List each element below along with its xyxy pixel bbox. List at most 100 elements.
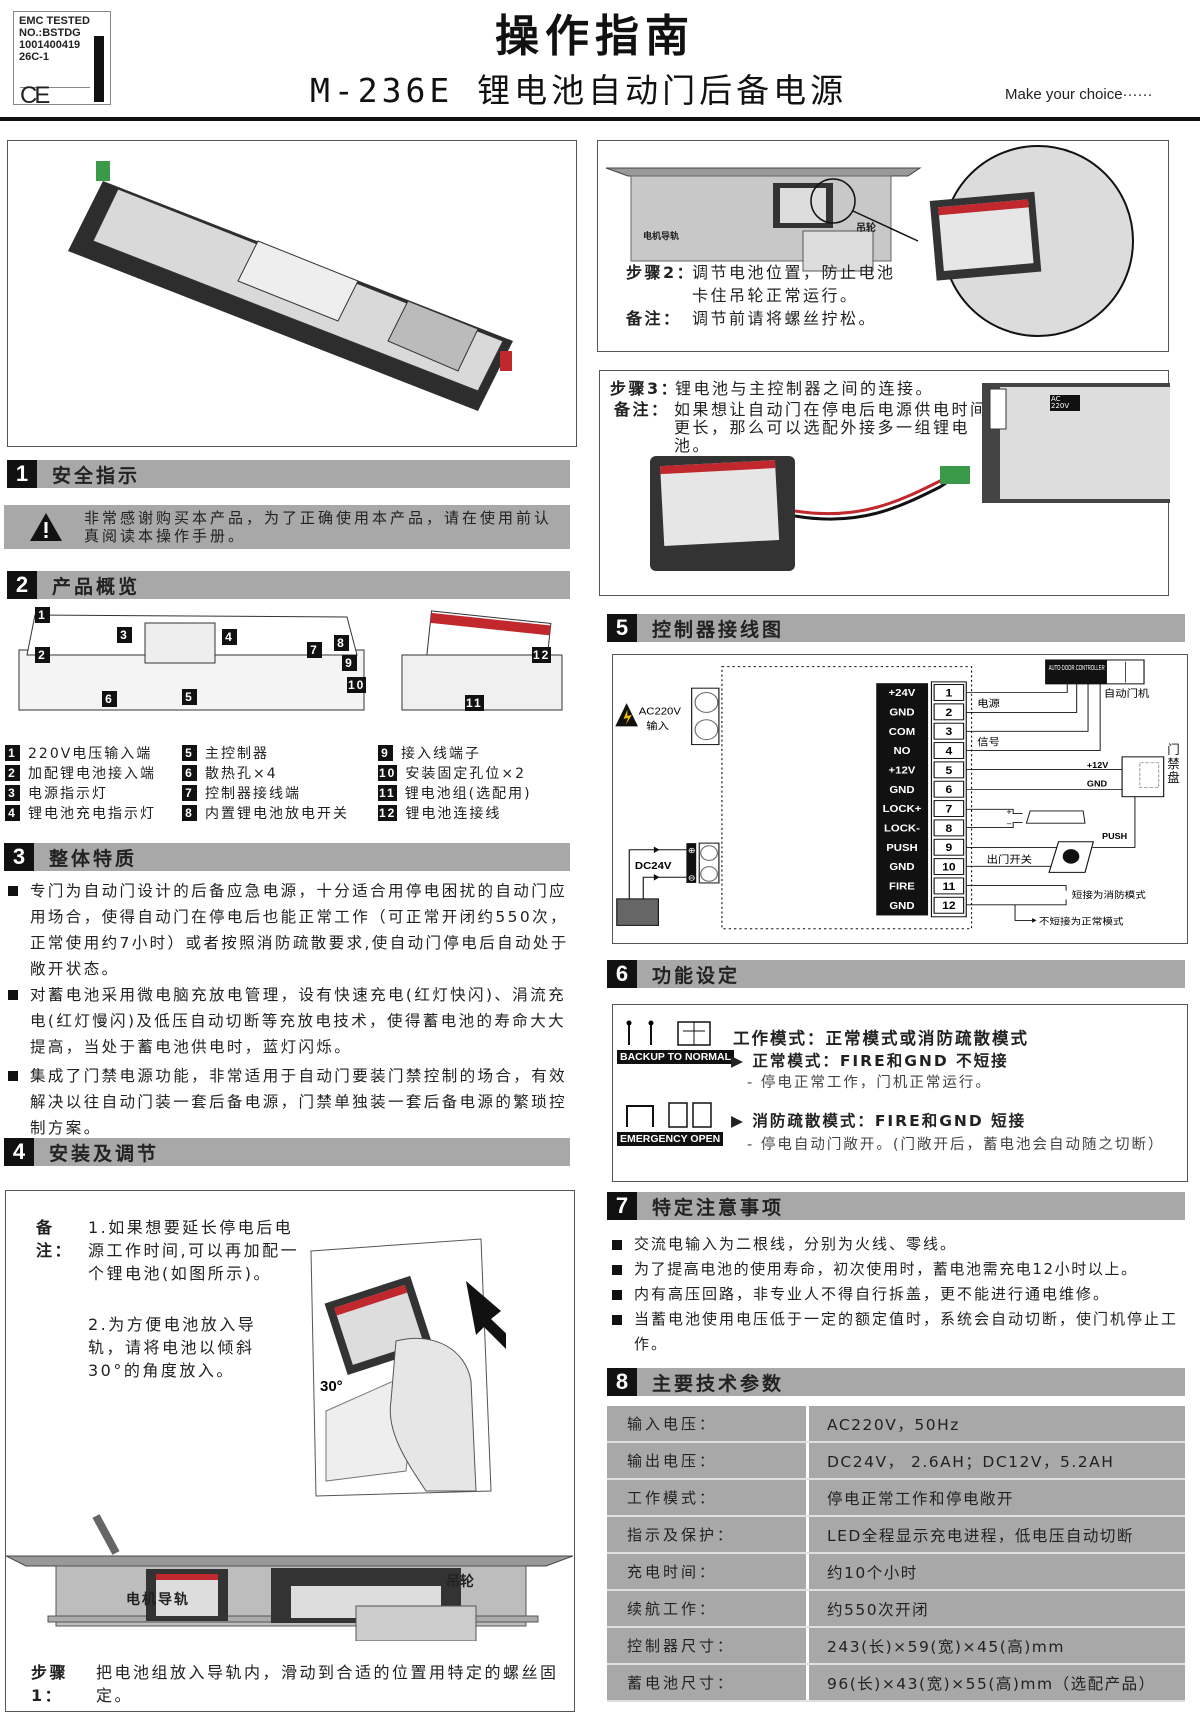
section-number: 1 bbox=[7, 460, 37, 488]
slogan: Make your choice······ bbox=[1005, 86, 1153, 103]
notice-item: 当蓄电池使用电压低于一定的额定值时，系统会自动切断，使门机停止工作。 bbox=[606, 1307, 1186, 1357]
terminal-number: 2 bbox=[945, 707, 952, 718]
terminal-slot bbox=[933, 819, 965, 837]
dc-terminal: ⊕ ⊖ DC24V bbox=[616, 842, 720, 926]
section-number: 6 bbox=[607, 960, 637, 988]
terminal-number: 11 bbox=[942, 882, 955, 893]
product-subtitle: M-236E 锂电池自动门后备电源 bbox=[310, 71, 848, 110]
terminal-label-strip bbox=[876, 683, 929, 916]
section-header-overview: 2 产品概览 bbox=[7, 571, 570, 599]
normal-mode-desc: - 停电正常工作，门机正常运行。 bbox=[747, 1075, 992, 1091]
controller-boundary bbox=[721, 666, 973, 930]
svg-text:⊕: ⊕ bbox=[688, 846, 696, 855]
overview-illustration bbox=[18, 610, 563, 711]
ac-label: AC 220V bbox=[1051, 395, 1070, 410]
section-header-wiring: 5 控制器接线图 bbox=[607, 614, 1185, 642]
callout-5: 5 bbox=[182, 689, 197, 705]
header-divider bbox=[0, 117, 1200, 121]
step2-label: 步骤2： bbox=[626, 263, 696, 282]
terminal-label: GND bbox=[889, 707, 914, 718]
svg-text:⊖: ⊖ bbox=[688, 873, 696, 882]
emc-line: 26C-1 bbox=[19, 51, 49, 63]
step3-label: 步骤3： bbox=[610, 379, 680, 398]
callout-6: 6 bbox=[102, 691, 117, 707]
mode-heading: 工作模式：正常模式或消防疏散模式 bbox=[733, 1029, 1029, 1048]
step3-panel: 步骤3： 锂电池与主控制器之间的连接。 备注： 如果想让自动门在停电后电源供电时… bbox=[599, 370, 1170, 596]
callout-2: 2 bbox=[35, 647, 50, 663]
installation-panel: 备注： 1.如果想要延长停电后电源工作时间,可以再加配一个锂电池(如图所示)。 … bbox=[5, 1190, 575, 1712]
terminal-slot bbox=[933, 722, 965, 740]
battery-insertion-illustration: 30° bbox=[310, 1238, 506, 1497]
notices-list: 交流电输入为二根线，分别为火线、零线。 为了提高电池的使用寿命，初次使用时，蓄电… bbox=[606, 1232, 1200, 1357]
section-title: 功能设定 bbox=[652, 964, 741, 987]
callout-10: 10 bbox=[347, 677, 367, 693]
signal-label: 信号 bbox=[977, 737, 1000, 748]
page-title: 操作指南 bbox=[0, 0, 1200, 64]
terminal-label: PUSH bbox=[886, 842, 917, 853]
terminal-label: LOCK+ bbox=[883, 804, 922, 815]
callout-1: 1 bbox=[35, 607, 50, 623]
ac-input-cn-label: 输入 bbox=[646, 720, 669, 732]
auto-door-controller: AUTO-DOOR CONTROLLER bbox=[1045, 659, 1145, 685]
callout-3: 3 bbox=[117, 627, 132, 643]
terminal-number: 10 bbox=[942, 862, 955, 873]
table-row: 输入电压：AC220V，50Hz bbox=[607, 1406, 1185, 1443]
controller-label: AUTO-DOOR CONTROLLER bbox=[1049, 663, 1105, 671]
section-title: 产品概览 bbox=[52, 575, 141, 598]
terminal-slot bbox=[933, 858, 965, 876]
section-title: 安装及调节 bbox=[49, 1142, 160, 1165]
terminal-slot bbox=[933, 780, 965, 798]
terminal-slot bbox=[933, 800, 965, 818]
section-header-specs: 8 主要技术参数 bbox=[607, 1368, 1185, 1396]
terminal-label: GND bbox=[889, 862, 914, 873]
emc-line: NO.:BSTDG bbox=[19, 27, 81, 39]
terminal-label: LOCK- bbox=[884, 823, 920, 834]
emergency-open-badge: EMERGENCY OPEN bbox=[617, 1132, 724, 1146]
section-header-features: 3 整体特质 bbox=[4, 843, 570, 871]
step3-note-label: 备注： bbox=[614, 400, 670, 419]
callout-12: 12 bbox=[532, 647, 552, 663]
electric-lock-icon: +− bbox=[1006, 807, 1086, 828]
terminal-number: 7 bbox=[945, 804, 952, 815]
section-header-notices: 7 特定注意事项 bbox=[607, 1192, 1185, 1220]
section-title: 主要技术参数 bbox=[652, 1372, 785, 1395]
feature-item: 对蓄电池采用微电脑充放电管理，设有快速充电(红灯快闪)、涓流充电(红灯慢闪)及低… bbox=[2, 982, 578, 1060]
terminal-label: FIRE bbox=[889, 881, 915, 892]
emergency-mode-desc: - 停电自动门敞开。(门敞开后，蓄电池会自动随之切断） bbox=[747, 1137, 1165, 1153]
section-number: 4 bbox=[4, 1138, 34, 1166]
dc-label: DC24V bbox=[635, 861, 672, 872]
backup-to-normal-badge: BACKUP TO NORMAL bbox=[617, 1050, 735, 1064]
terminal-slot bbox=[933, 761, 965, 779]
feature-item: 集成了门禁电源功能，非常适用于自动门要装门禁控制的场合，有效解决以往自动门装一套… bbox=[2, 1063, 578, 1141]
terminal-label: +12V bbox=[889, 765, 917, 776]
table-row: 控制器尺寸：243(长)×59(宽)×45(高)mm bbox=[607, 1628, 1185, 1665]
terminal-slot bbox=[933, 877, 965, 895]
callout-9: 9 bbox=[342, 655, 357, 671]
terminal-slot bbox=[933, 896, 965, 914]
table-row: 续航工作：约550次开闭 bbox=[607, 1591, 1185, 1628]
terminal-number: 8 bbox=[945, 823, 952, 834]
specs-table: 输入电压：AC220V，50Hz 输出电压：DC24V， 2.6AH；DC12V… bbox=[607, 1406, 1185, 1702]
exit-push-button-icon bbox=[1048, 841, 1095, 873]
fire-open-label: 不短接为正常模式 bbox=[1039, 915, 1124, 927]
power-label: 电源 bbox=[977, 698, 1000, 710]
section-number: 2 bbox=[7, 571, 37, 599]
table-row: 工作模式：停电正常工作和停电敞开 bbox=[607, 1480, 1185, 1517]
door-machine-label: 自动门机 bbox=[1104, 688, 1150, 700]
wheel-label: 吊轮 bbox=[446, 1574, 474, 1590]
terminal-slot bbox=[933, 703, 965, 721]
exit-switch-label: 出门开关 bbox=[987, 854, 1033, 866]
section-header-installation: 4 安装及调节 bbox=[4, 1138, 570, 1166]
